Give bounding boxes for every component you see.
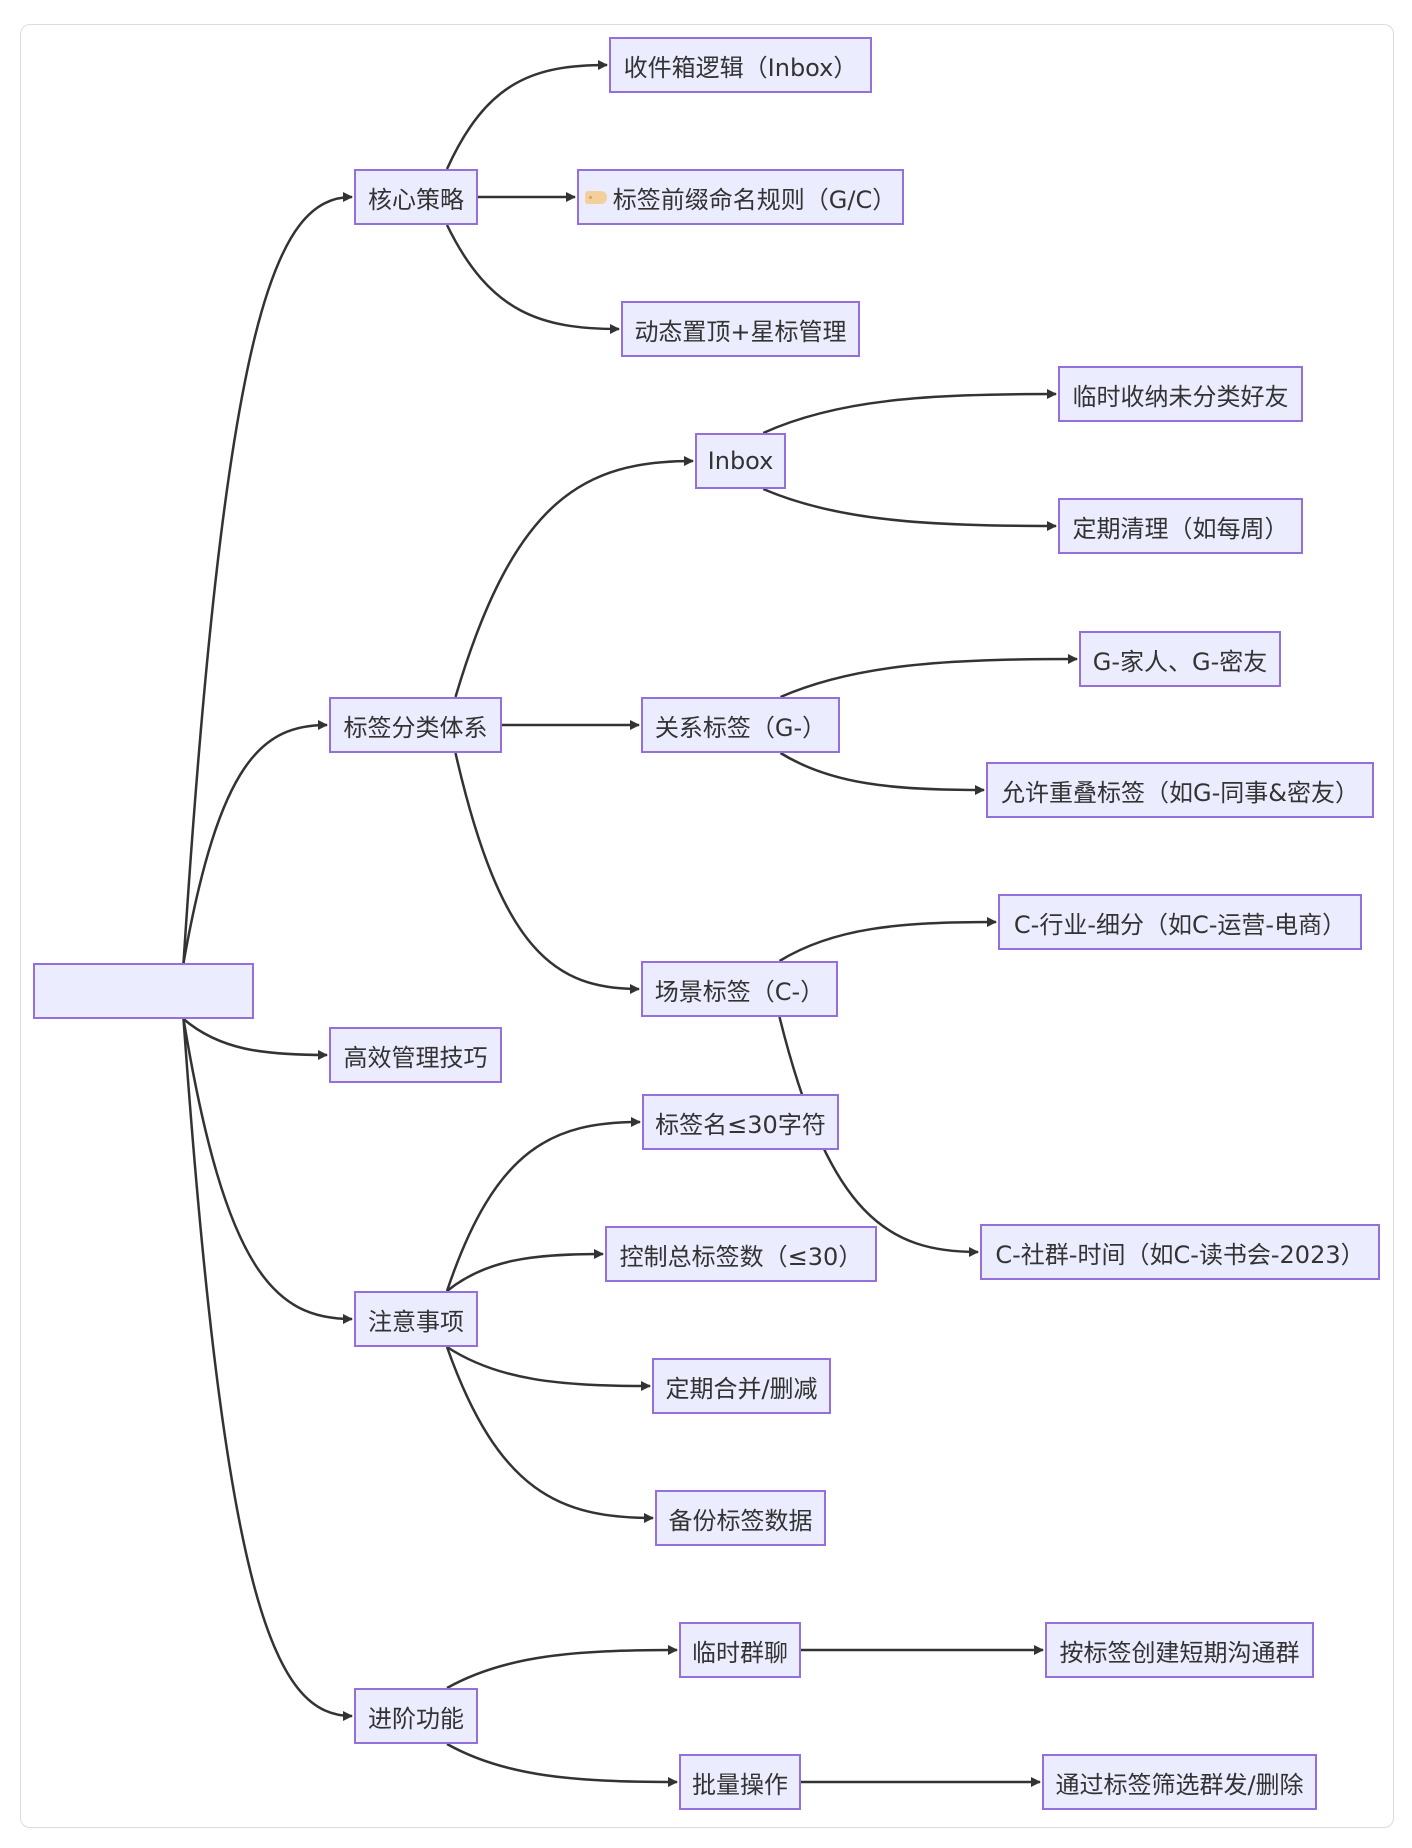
edge-root-notes bbox=[182, 1018, 353, 1324]
edge-core-core_pin bbox=[445, 224, 620, 334]
edge-root-core bbox=[182, 192, 353, 964]
tag-icon bbox=[584, 190, 607, 204]
node-label: 收件箱逻辑（Inbox） bbox=[623, 53, 858, 82]
node-core-pin: 动态置顶+星标管理 bbox=[621, 301, 860, 357]
node-label: 通过标签筛选群发/删除 bbox=[1055, 1770, 1304, 1799]
node-label: 临时收纳未分类好友 bbox=[1072, 382, 1289, 411]
node-label: 临时群聊 bbox=[692, 1638, 788, 1667]
node-label: 定期清理（如每周） bbox=[1072, 514, 1289, 543]
node-label: 备份标签数据 bbox=[668, 1506, 813, 1535]
node-rel-overlap: 允许重叠标签（如G-同事&密友） bbox=[986, 762, 1374, 818]
node-label: 动态置顶+星标管理 bbox=[634, 317, 847, 346]
node-scene-industry: C-行业-细分（如C-运营-电商） bbox=[998, 894, 1362, 950]
node-label: 关系标签（G-） bbox=[654, 713, 827, 742]
node-adv-group-desc: 按标签创建短期沟通群 bbox=[1045, 1622, 1314, 1678]
node-rel: 关系标签（G-） bbox=[641, 697, 840, 753]
node-label: 控制总标签数（≤30） bbox=[619, 1242, 863, 1271]
edge-root-classify bbox=[182, 720, 328, 964]
edge-rel-rel_overlap bbox=[779, 751, 985, 795]
node-label: 标签分类体系 bbox=[343, 713, 488, 742]
node-adv: 进阶功能 bbox=[354, 1688, 478, 1744]
node-classify: 标签分类体系 bbox=[329, 697, 502, 753]
node-label: 场景标签（C-） bbox=[654, 977, 825, 1006]
node-adv-batch: 批量操作 bbox=[679, 1754, 801, 1810]
node-notes: 注意事项 bbox=[354, 1291, 478, 1347]
node-label: 核心策略 bbox=[368, 185, 464, 214]
edge-inbox-inbox_temp bbox=[762, 389, 1057, 435]
node-rel-family: G-家人、G-密友 bbox=[1079, 631, 1281, 687]
node-label: 按标签创建短期沟通群 bbox=[1059, 1638, 1300, 1667]
node-notes-len: 标签名≤30字符 bbox=[642, 1094, 839, 1150]
node-core: 核心策略 bbox=[354, 169, 478, 225]
edge-notes-notes_merge bbox=[446, 1345, 651, 1391]
edge-scene-scene_industry bbox=[778, 917, 997, 963]
node-inbox: Inbox bbox=[695, 433, 786, 489]
node-tips: 高效管理技巧 bbox=[329, 1027, 502, 1083]
node-label: 进阶功能 bbox=[368, 1704, 464, 1733]
node-label: Inbox bbox=[707, 447, 774, 475]
node-notes-merge: 定期合并/删减 bbox=[652, 1358, 831, 1414]
node-inbox-clean: 定期清理（如每周） bbox=[1058, 498, 1303, 554]
node-inbox-temp: 临时收纳未分类好友 bbox=[1058, 366, 1303, 422]
edge-notes-notes_count bbox=[446, 1249, 604, 1292]
node-adv-batch-desc: 通过标签筛选群发/删除 bbox=[1042, 1754, 1317, 1810]
node-notes-backup: 备份标签数据 bbox=[655, 1490, 826, 1546]
edge-classify-scene bbox=[454, 752, 640, 994]
edge-classify-inbox bbox=[454, 456, 694, 698]
edge-adv-adv_batch bbox=[446, 1742, 678, 1787]
edge-adv-adv_group bbox=[446, 1645, 678, 1690]
edge-root-tips bbox=[182, 1018, 328, 1060]
node-label: G-家人、G-密友 bbox=[1092, 647, 1268, 676]
edge-notes-notes_backup bbox=[445, 1346, 654, 1523]
edge-inbox-inbox_clean bbox=[762, 487, 1057, 531]
edge-notes-notes_len bbox=[445, 1117, 641, 1292]
node-label: 允许重叠标签（如G-同事&密友） bbox=[1001, 778, 1359, 807]
edge-root-adv bbox=[182, 1018, 353, 1721]
node-label: C-社群-时间（如C-读书会-2023） bbox=[995, 1240, 1365, 1269]
node-label: 标签前缀命名规则（G/C） bbox=[612, 185, 897, 214]
node-notes-count: 控制总标签数（≤30） bbox=[605, 1226, 877, 1282]
node-label: 批量操作 bbox=[692, 1770, 788, 1799]
node-core-prefix: 标签前缀命名规则（G/C） bbox=[577, 169, 904, 225]
node-scene-group: C-社群-时间（如C-读书会-2023） bbox=[980, 1224, 1380, 1280]
node-label: 定期合并/删减 bbox=[665, 1374, 818, 1403]
edge-scene-scene_group bbox=[778, 1016, 979, 1257]
root-node bbox=[33, 963, 254, 1019]
node-core-inbox: 收件箱逻辑（Inbox） bbox=[609, 37, 872, 93]
edge-rel-rel_family bbox=[780, 654, 1078, 699]
node-scene: 场景标签（C-） bbox=[641, 961, 838, 1017]
node-label: 注意事项 bbox=[368, 1307, 464, 1336]
edge-core-core_inbox bbox=[445, 60, 608, 170]
node-label: 标签名≤30字符 bbox=[655, 1110, 826, 1139]
node-adv-group: 临时群聊 bbox=[679, 1622, 801, 1678]
node-label: C-行业-细分（如C-运营-电商） bbox=[1013, 910, 1347, 939]
node-label: 高效管理技巧 bbox=[343, 1043, 488, 1072]
